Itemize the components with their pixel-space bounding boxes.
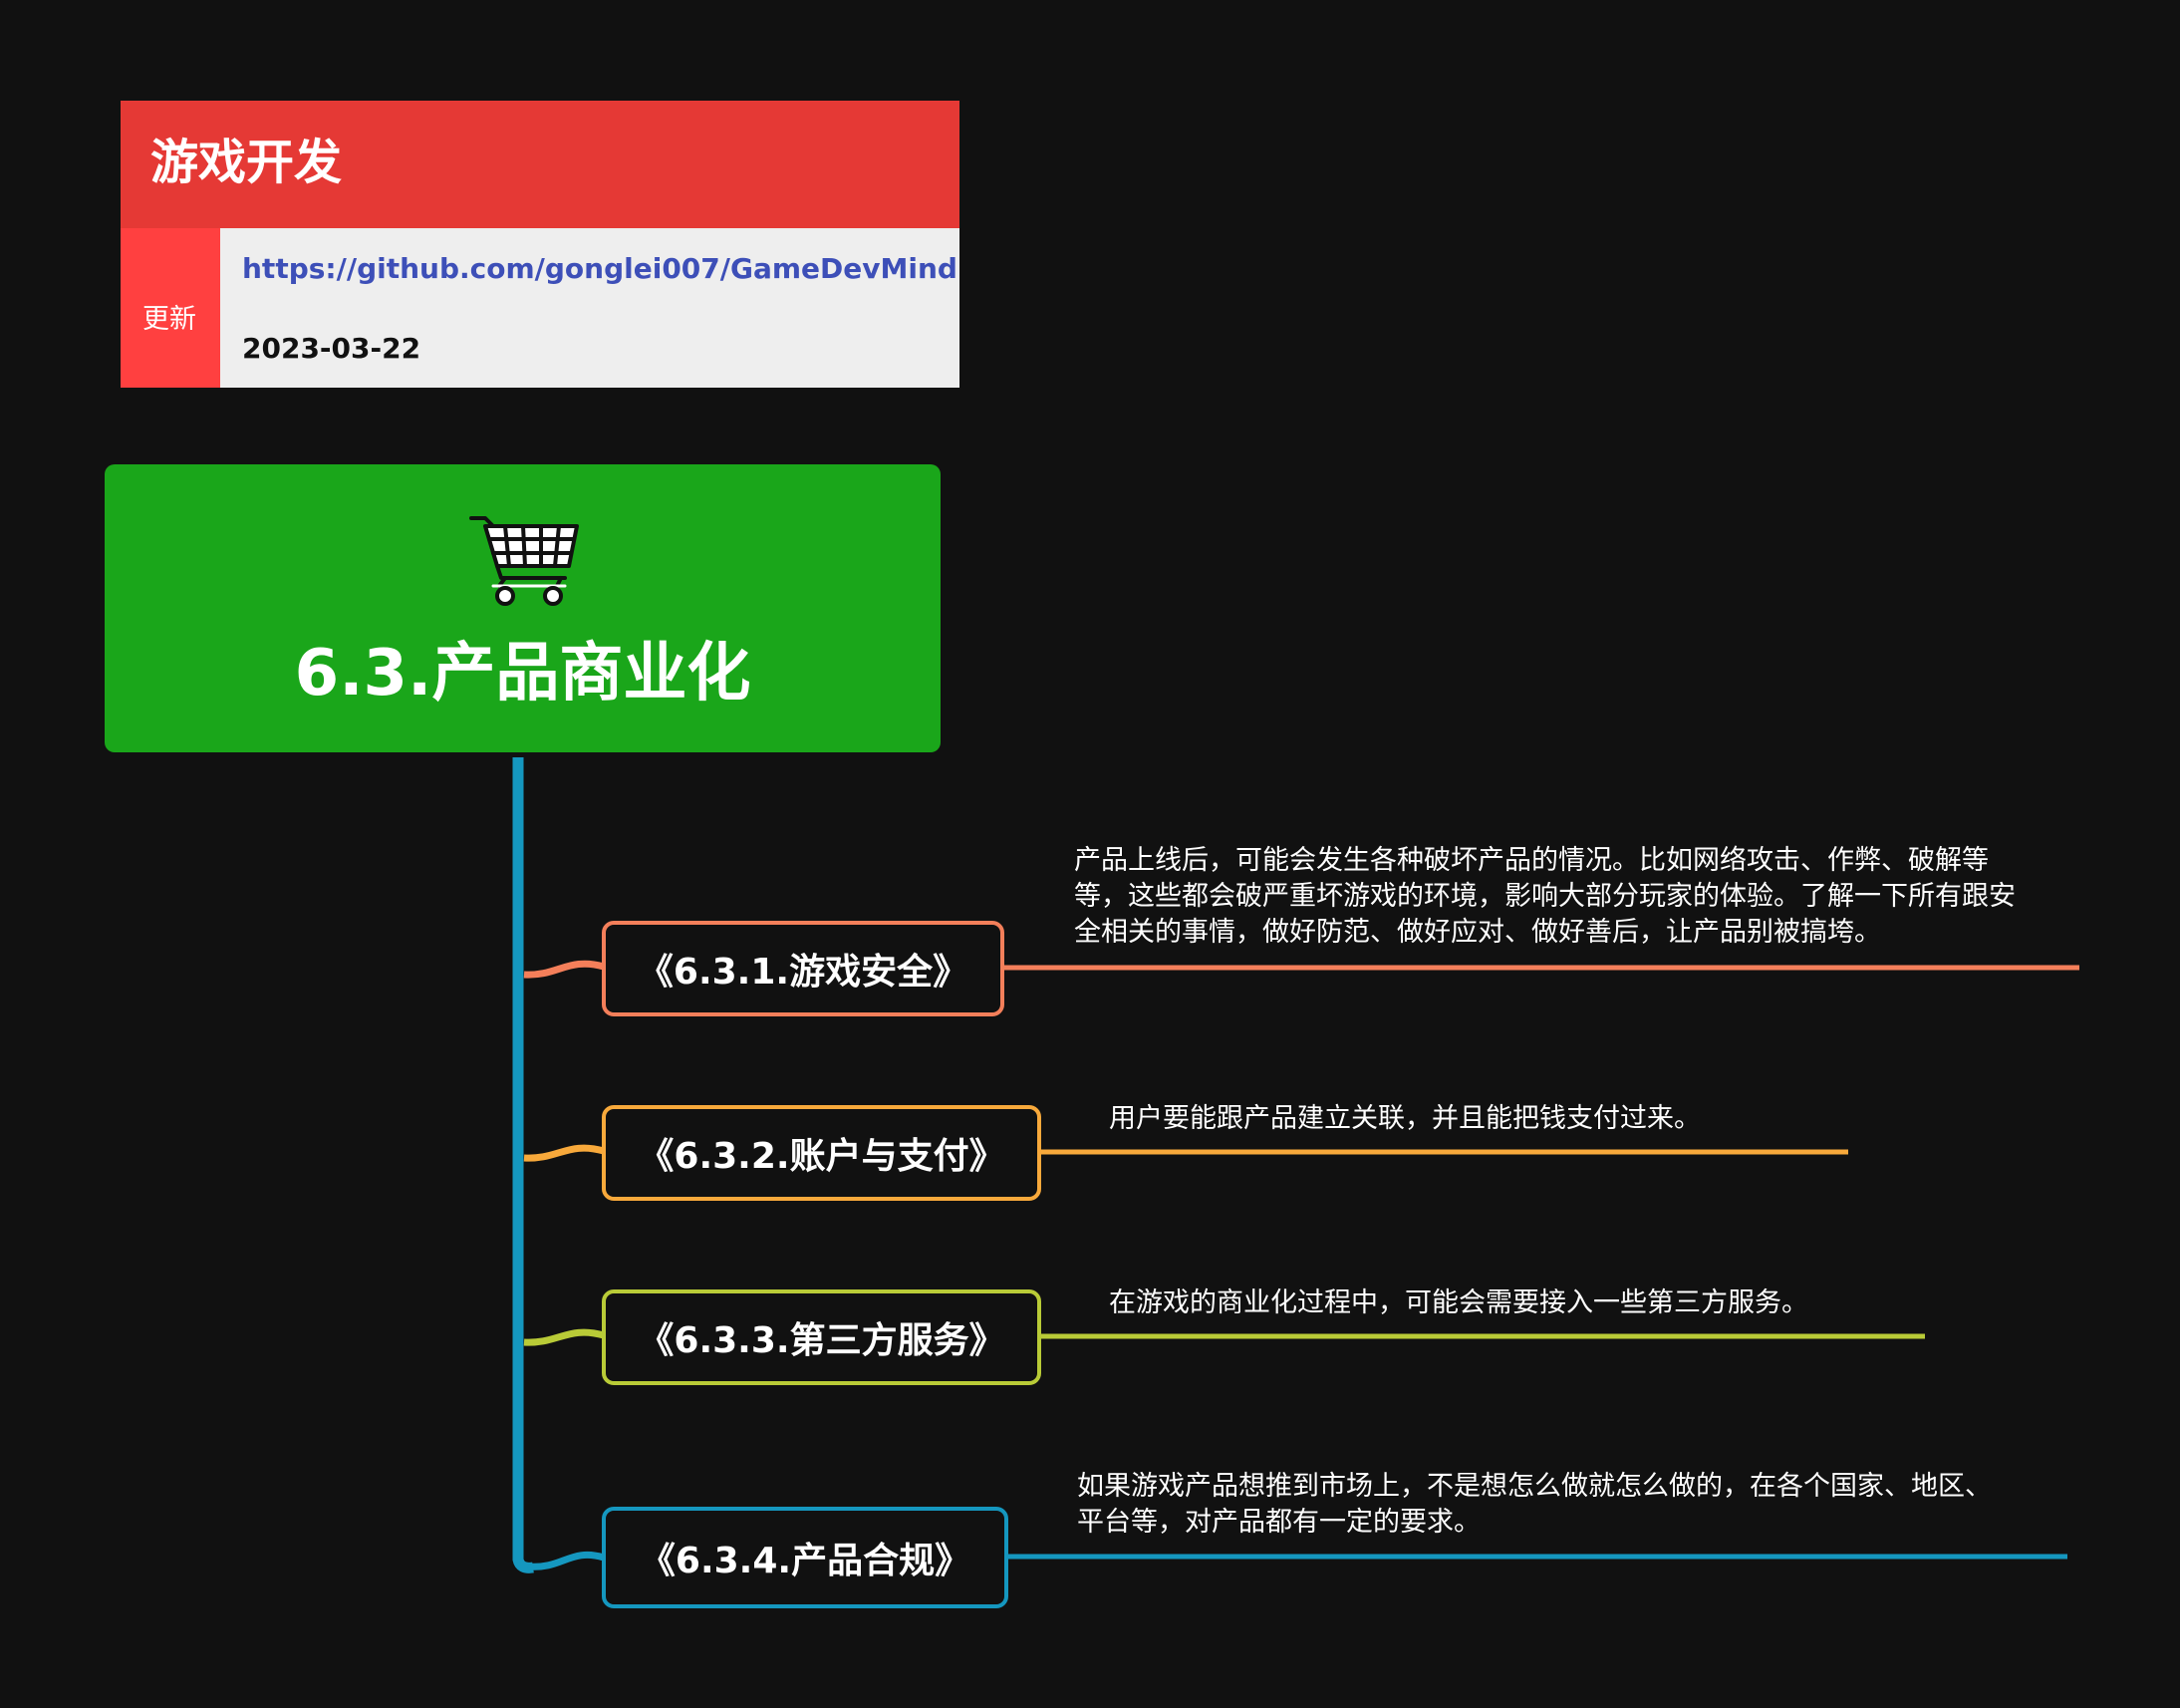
- topic-game-security[interactable]: 《6.3.1.游戏安全》: [602, 921, 1004, 1016]
- branch-line-1: [523, 960, 605, 979]
- topic-note-game-security: 产品上线后，可能会发生各种破坏产品的情况。比如网络攻击、作弊、破解等 等，这些都…: [1074, 845, 2016, 948]
- shopping-cart-icon: [469, 516, 579, 606]
- update-date: 2023-03-22: [242, 332, 421, 365]
- topic-label: 《6.3.3.第三方服务》: [638, 1320, 1005, 1361]
- topic-note-product-compliance: 如果游戏产品想推到市场上，不是想怎么做就怎么做的，在各个国家、地区、 平台等，对…: [1077, 1471, 1992, 1538]
- trunk-line: [512, 757, 534, 1573]
- topic-note-account-payment: 用户要能跟产品建立关联，并且能把钱支付过来。: [1109, 1103, 1701, 1134]
- github-link[interactable]: https://github.com/gonglei007/GameDevMin…: [242, 252, 957, 285]
- topic-label: 《6.3.2.账户与支付》: [638, 1136, 1005, 1177]
- root-topic[interactable]: 6.3.产品商业化: [105, 464, 941, 752]
- branch-line-2: [523, 1144, 605, 1162]
- topic-product-compliance[interactable]: 《6.3.4.产品合规》: [602, 1507, 1008, 1608]
- topic-third-party-services[interactable]: 《6.3.3.第三方服务》: [602, 1289, 1041, 1385]
- topic-note-third-party-services: 在游戏的商业化过程中，可能会需要接入一些第三方服务。: [1109, 1287, 1808, 1318]
- topic-label: 《6.3.1.游戏安全》: [637, 952, 969, 993]
- info-card: 游戏开发 更新 https://github.com/gonglei007/Ga…: [121, 101, 959, 388]
- info-card-body: [220, 228, 959, 388]
- info-card-title-bar: 游戏开发: [121, 101, 959, 228]
- topic-account-payment[interactable]: 《6.3.2.账户与支付》: [602, 1105, 1041, 1201]
- map-title: 游戏开发: [150, 135, 343, 190]
- root-topic-title: 6.3.产品商业化: [294, 637, 751, 711]
- branch-line-4: [527, 1551, 605, 1570]
- update-label: 更新: [142, 304, 196, 335]
- topic-label: 《6.3.4.产品合规》: [639, 1541, 971, 1581]
- branch-line-3: [523, 1328, 605, 1346]
- info-card-side: [121, 228, 220, 388]
